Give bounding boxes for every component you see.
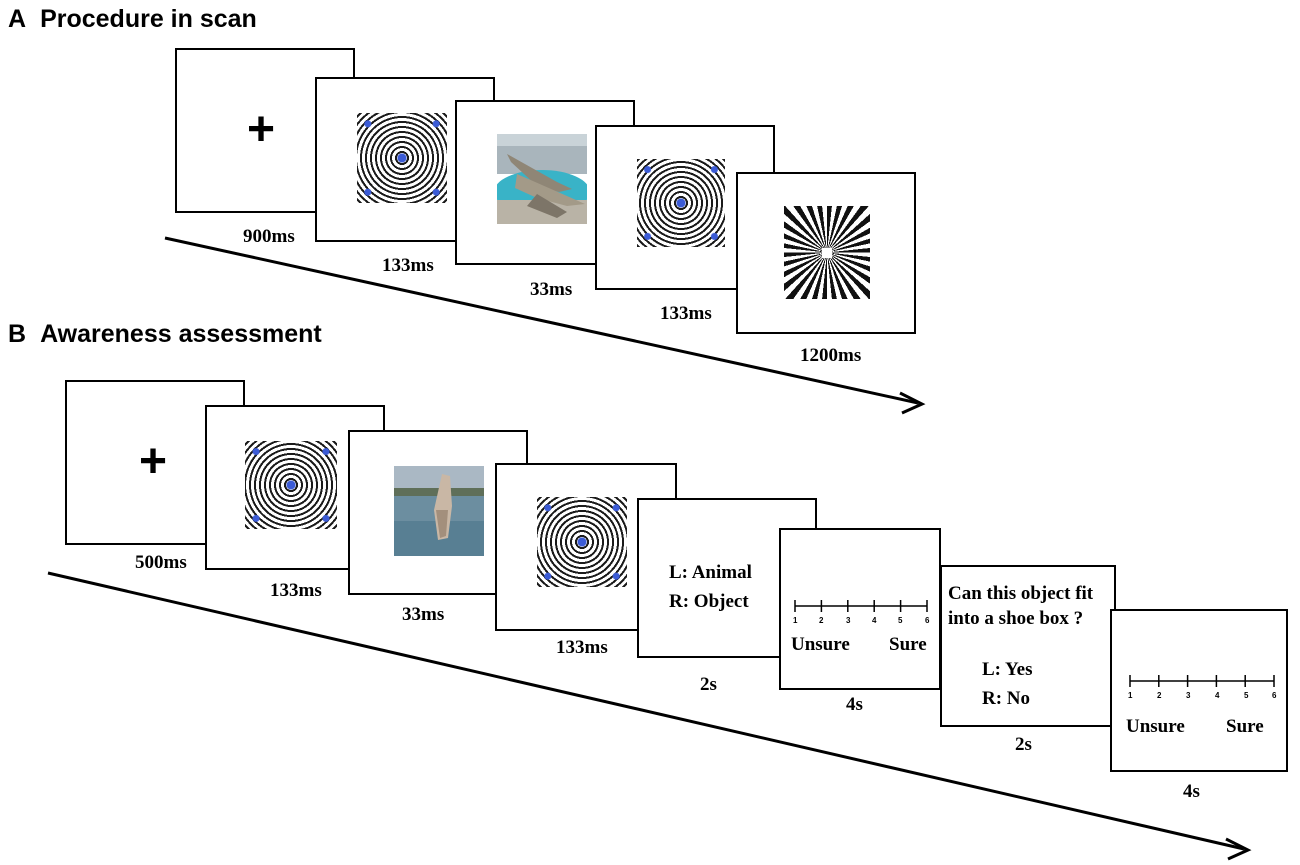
panel-b-duration-8: 4s — [1183, 781, 1200, 802]
rating-tick-label: 4 — [872, 616, 877, 625]
rating-tick-label: 2 — [819, 616, 824, 625]
rating-tick-label: 1 — [793, 616, 798, 625]
checkerboard-mask-image — [357, 113, 447, 203]
checkerboard-mask-image — [537, 497, 627, 587]
rating-tick-label: 3 — [846, 616, 851, 625]
panel-a-letter: A — [8, 5, 27, 33]
size-no-option: R: No — [982, 688, 1031, 709]
panel-a-duration-5: 1200ms — [800, 345, 862, 366]
rating-tick-label: 3 — [1186, 691, 1191, 700]
panel-b-arrowhead — [1225, 837, 1252, 861]
rating-high-label: Sure — [1226, 716, 1264, 737]
panel-b-duration-7: 2s — [1015, 734, 1032, 755]
panel-b-size-question-frame: Can this object fit into a shoe box ? L:… — [940, 565, 1116, 727]
panel-b-duration-4: 133ms — [556, 637, 608, 658]
panel-a-duration-3: 33ms — [530, 279, 573, 300]
rating-low-label: Unsure — [791, 634, 850, 655]
panel-a-duration-1: 900ms — [243, 226, 295, 247]
panel-b-duration-6: 4s — [846, 694, 863, 715]
panel-a-duration-2: 133ms — [382, 255, 434, 276]
rating-high-label: Sure — [889, 634, 927, 655]
panel-a-timeline-line — [164, 236, 919, 405]
rating-scale-ruler — [1129, 675, 1275, 687]
panel-a-title: A Procedure in scan — [8, 5, 257, 34]
panel-b-title-text: Awareness assessment — [40, 320, 322, 348]
size-yes-option: L: Yes — [982, 659, 1033, 680]
panel-b-duration-3: 33ms — [402, 604, 445, 625]
rating-scale-ruler — [794, 600, 928, 612]
panel-b-duration-1: 500ms — [135, 552, 187, 573]
panel-a-radial-frame — [736, 172, 916, 334]
center-square — [822, 248, 832, 258]
size-question-line-2: into a shoe box ? — [948, 608, 1084, 629]
checkerboard-mask-image — [637, 159, 725, 247]
size-question-line-1: Can this object fit — [948, 583, 1094, 604]
crocodile-photo-image — [497, 134, 587, 224]
category-right-option: R: Object — [669, 591, 749, 612]
panel-a-arrowhead — [899, 391, 926, 415]
rating-tick-label: 2 — [1157, 691, 1162, 700]
crocodile-photo-image — [394, 466, 484, 556]
panel-a-duration-4: 133ms — [660, 303, 712, 324]
rating-tick-label: 4 — [1215, 691, 1220, 700]
radial-checker-pattern-image — [784, 206, 870, 299]
rating-low-label: Unsure — [1126, 716, 1185, 737]
panel-b-title: B Awareness assessment — [8, 320, 322, 349]
fixation-cross-icon: + — [139, 435, 168, 488]
rating-tick-label: 6 — [1272, 691, 1277, 700]
category-left-option: L: Animal — [669, 562, 752, 583]
checkerboard-mask-image — [245, 441, 337, 529]
panel-b-duration-5: 2s — [700, 674, 717, 695]
rating-tick-label: 6 — [925, 616, 930, 625]
rating-tick-label: 5 — [1244, 691, 1249, 700]
fixation-cross-icon: + — [247, 103, 276, 156]
panel-b-rating-frame-2: 1 2 3 4 5 6 Unsure Sure — [1110, 609, 1288, 772]
panel-b-duration-2: 133ms — [270, 580, 322, 601]
panel-b-timeline-line — [47, 571, 1245, 851]
panel-a-title-text: Procedure in scan — [40, 5, 257, 33]
panel-b-rating-frame-1: 1 2 3 4 5 6 Unsure Sure — [779, 528, 941, 690]
panel-b-letter: B — [8, 320, 27, 348]
rating-tick-label: 1 — [1128, 691, 1133, 700]
rating-tick-label: 5 — [898, 616, 903, 625]
